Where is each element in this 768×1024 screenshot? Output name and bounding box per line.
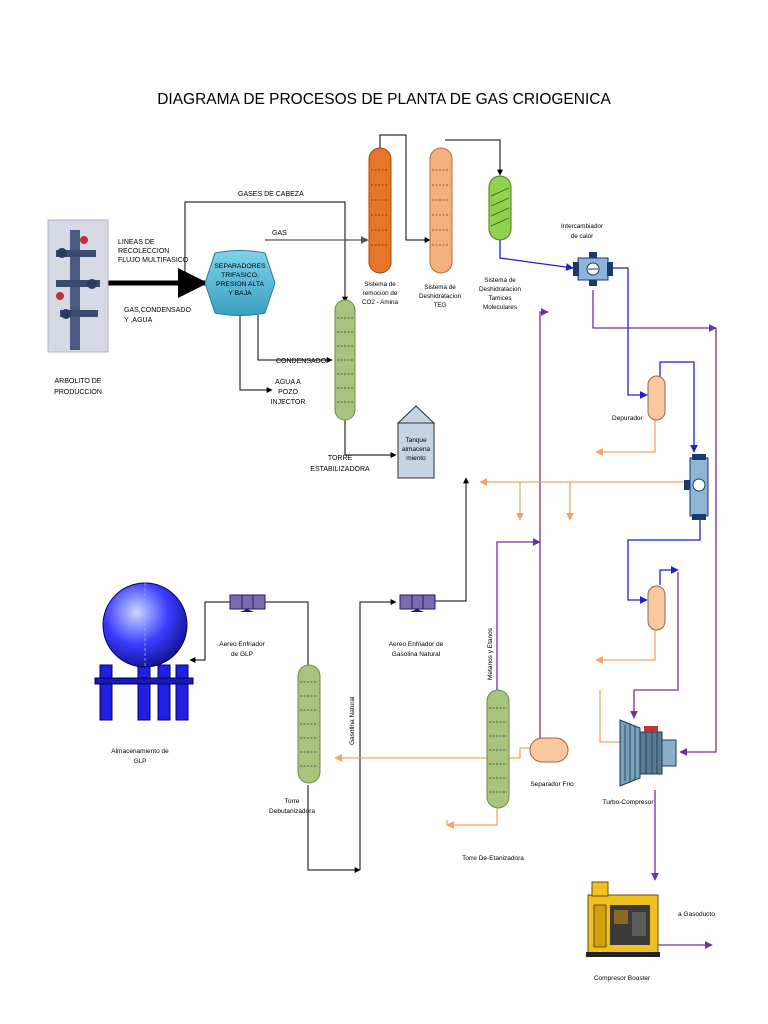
label-gases-cabeza: GASES DE CABEZA	[238, 191, 304, 198]
deethanizer-tower	[486, 689, 510, 809]
teg-column	[429, 147, 453, 274]
scrubber-vessel-1	[647, 375, 666, 421]
storage-tank	[396, 405, 436, 479]
turbo-compressor	[619, 719, 677, 787]
label-condensado: CONDENSADO	[276, 358, 327, 365]
scrubber-vessel-2	[647, 585, 666, 631]
booster-compressor	[586, 881, 660, 957]
label-metanos-etanos: Metanos y Etanos	[487, 627, 494, 680]
stabilizer-tower	[334, 299, 356, 421]
label-gasoducto: a Gasoducto	[678, 911, 715, 918]
debutanizer-tower	[297, 664, 321, 784]
glp-air-cooler	[229, 594, 266, 612]
label-depurador: Depurador	[612, 415, 644, 422]
glp-storage-sphere	[94, 582, 194, 721]
cold-box-exchanger	[684, 454, 709, 520]
amine-column	[368, 147, 392, 274]
cold-separator	[529, 737, 569, 763]
label-turbo-compresor: Turbo-Compresor	[602, 799, 654, 806]
three-phase-separator	[204, 250, 276, 316]
label-compresor-booster: Compresor Booster	[594, 975, 651, 982]
flow-lines	[108, 134, 717, 949]
gasoline-air-cooler	[399, 594, 436, 612]
label-torre-deetanizadora: Torre De-Etanizadora	[462, 855, 524, 862]
wellhead-tree-image	[47, 219, 109, 353]
heat-exchanger	[573, 252, 613, 286]
molecular-sieve-vessel	[488, 175, 512, 241]
label-gas: GAS	[272, 230, 287, 237]
diagram-title: DIAGRAMA DE PROCESOS DE PLANTA DE GAS CR…	[157, 91, 611, 108]
label-gasolina-natural: Gasolina Natural	[349, 696, 356, 745]
label-separador-frio: Separador Frio	[530, 781, 574, 788]
